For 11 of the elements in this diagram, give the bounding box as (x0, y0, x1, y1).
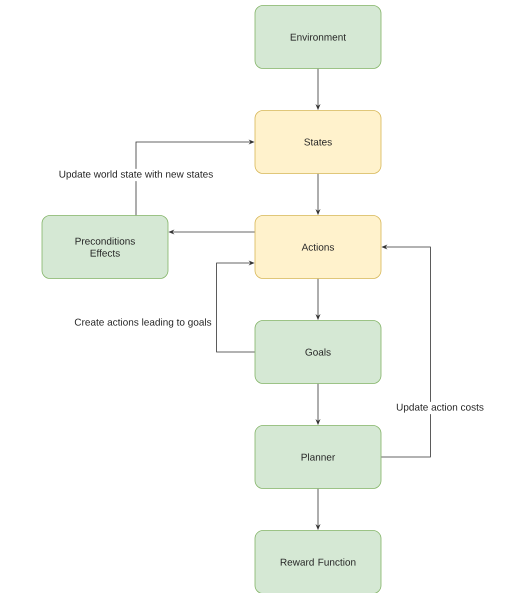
edge-label: Create actions leading to goals (72, 316, 214, 330)
process-box: Environment (254, 5, 382, 69)
process-box: States (254, 110, 382, 174)
arrow (216, 260, 255, 352)
process-box: Planner (254, 425, 382, 489)
edge-label: Update action costs (394, 402, 486, 414)
process-box: Goals (254, 320, 382, 384)
process-box: Actions (254, 215, 382, 279)
process-box: Preconditions Effects (42, 215, 168, 279)
process-box: Reward Function (254, 530, 382, 593)
edge-label: Update world state with new states (57, 168, 215, 182)
